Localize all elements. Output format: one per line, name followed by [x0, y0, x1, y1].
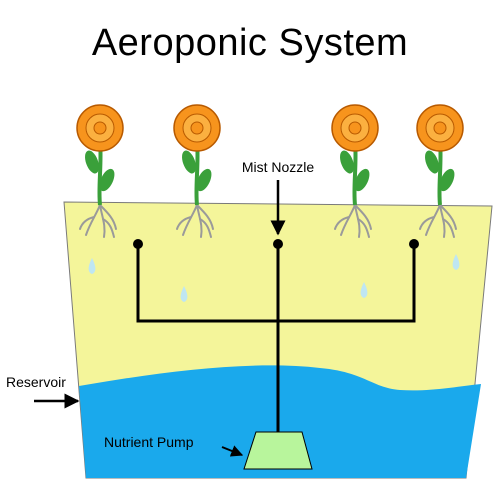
- flower-head: [76, 104, 124, 152]
- plant-2: [173, 104, 221, 206]
- reservoir-label: Reservoir: [6, 374, 66, 390]
- plant-4: [416, 104, 464, 206]
- mist-nozzle-label: Mist Nozzle: [242, 159, 315, 175]
- mist-droplets: [88, 254, 460, 302]
- flower-head: [173, 104, 221, 152]
- flower-head: [416, 104, 464, 152]
- reservoir-water: [79, 365, 481, 478]
- plant-1: [76, 104, 124, 206]
- mist-nozzle-center: [273, 239, 283, 249]
- mist-nozzle-left: [133, 239, 143, 249]
- nutrient-pump-label: Nutrient Pump: [104, 434, 194, 450]
- flower-head: [331, 104, 379, 152]
- plant-3: [331, 104, 379, 206]
- nutrient-pump: [243, 431, 313, 470]
- nutrient-pump-arrow: [221, 445, 244, 457]
- mist-pipe-network: [136, 244, 416, 432]
- plant-roots: [79, 204, 457, 238]
- mist-nozzle-right: [409, 239, 419, 249]
- diagram-title: Aeroponic System: [91, 22, 409, 64]
